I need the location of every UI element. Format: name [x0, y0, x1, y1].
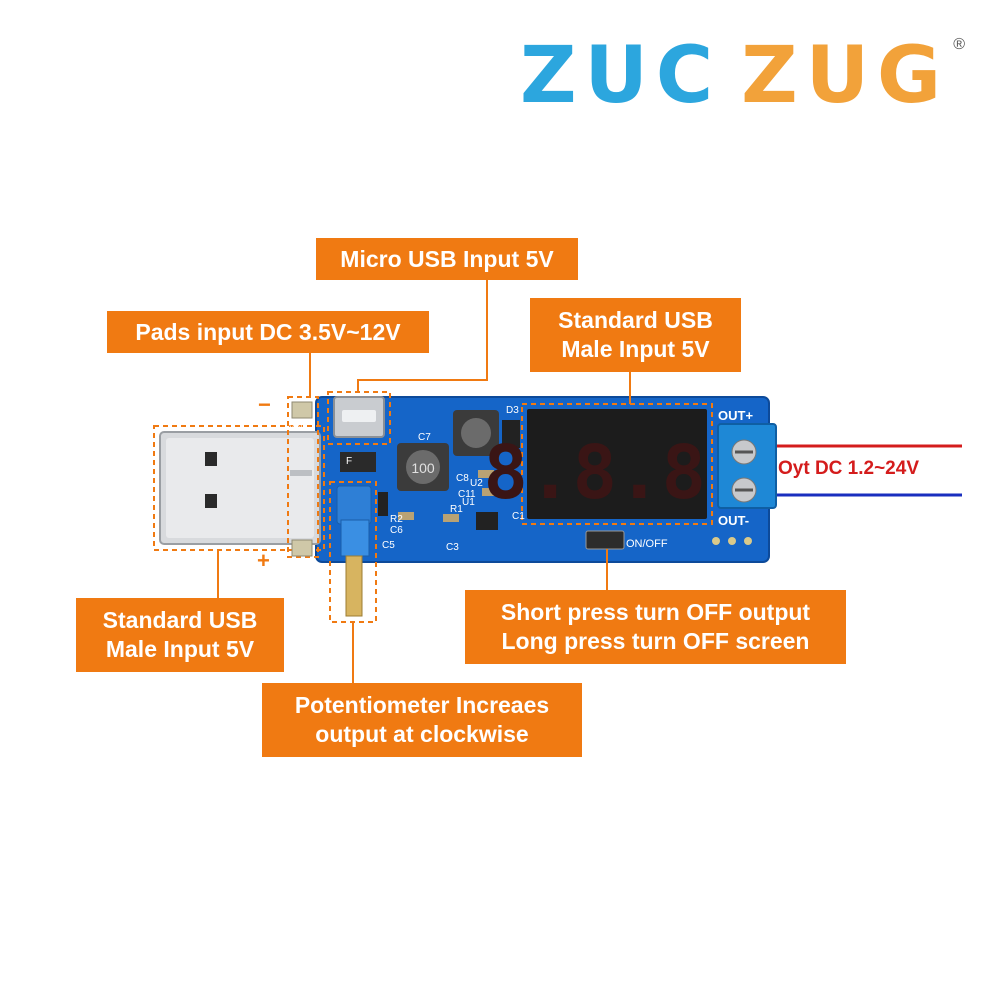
brand-word-zuc: ZUC: [520, 31, 722, 121]
usb-plug-hole-top: [205, 452, 217, 466]
potentiometer-shaft: [345, 555, 363, 617]
chip-u1: [476, 512, 498, 530]
silk-f: F: [346, 456, 352, 467]
silk-vin: VIN: [289, 423, 303, 432]
silk-c7: C7: [418, 432, 431, 443]
frame-input-pads: [287, 396, 319, 558]
silk-r2: R2: [390, 514, 403, 525]
callout-standard-usb-left: Standard USB Male Input 5V: [76, 598, 284, 672]
silk-out-plus: OUT+: [718, 408, 753, 423]
callout-leader-lines: [217, 280, 631, 683]
pad-plus-sign: +: [257, 548, 270, 573]
callout-potentiometer: Potentiometer Increaes output at clockwi…: [262, 683, 582, 757]
pad-minus: [291, 401, 313, 419]
silk-c3: C3: [446, 542, 459, 553]
diode-d3: [502, 420, 520, 448]
callout-pads-input: Pads input DC 3.5V~12V: [107, 311, 429, 353]
silk-c5: C5: [382, 540, 395, 551]
registered-mark: ®: [953, 36, 966, 53]
inductor-2-code: 100: [411, 460, 435, 476]
silk-c11: C11: [458, 489, 476, 500]
usb-plug-hole-bottom: [205, 494, 217, 508]
callout-button: Short press turn OFF output Long press t…: [465, 590, 846, 664]
on-off-button: [585, 530, 625, 550]
silk-c6: C6: [390, 525, 403, 536]
callout-micro-usb: Micro USB Input 5V: [316, 238, 578, 280]
silk-d3: D3: [506, 405, 519, 416]
silk-c1: C1: [512, 511, 525, 522]
silk-out-minus: OUT-: [718, 513, 749, 528]
output-voltage-label: Oyt DC 1.2~24V: [778, 458, 919, 479]
callout-standard-usb-top: Standard USB Male Input 5V: [530, 298, 741, 372]
silk-u2: U2: [470, 478, 483, 489]
potentiometer-body: [336, 485, 372, 525]
pad-minus-sign: −: [258, 392, 271, 417]
seven-segment-display: [527, 409, 707, 519]
brand-word-zug: ZUG: [741, 31, 950, 121]
pad-plus: [291, 539, 313, 557]
display-digits: 8.8.8.: [483, 430, 750, 516]
frame-display: [521, 403, 713, 525]
brand-logo: ZUC ZUG ®: [520, 31, 965, 121]
silk-c8: C8: [456, 473, 469, 484]
silk-u1: U1: [462, 497, 475, 508]
silk-r1: R1: [450, 504, 463, 515]
silk-on-off: ON/OFF: [626, 538, 668, 550]
frame-usb-plug: [153, 425, 325, 551]
